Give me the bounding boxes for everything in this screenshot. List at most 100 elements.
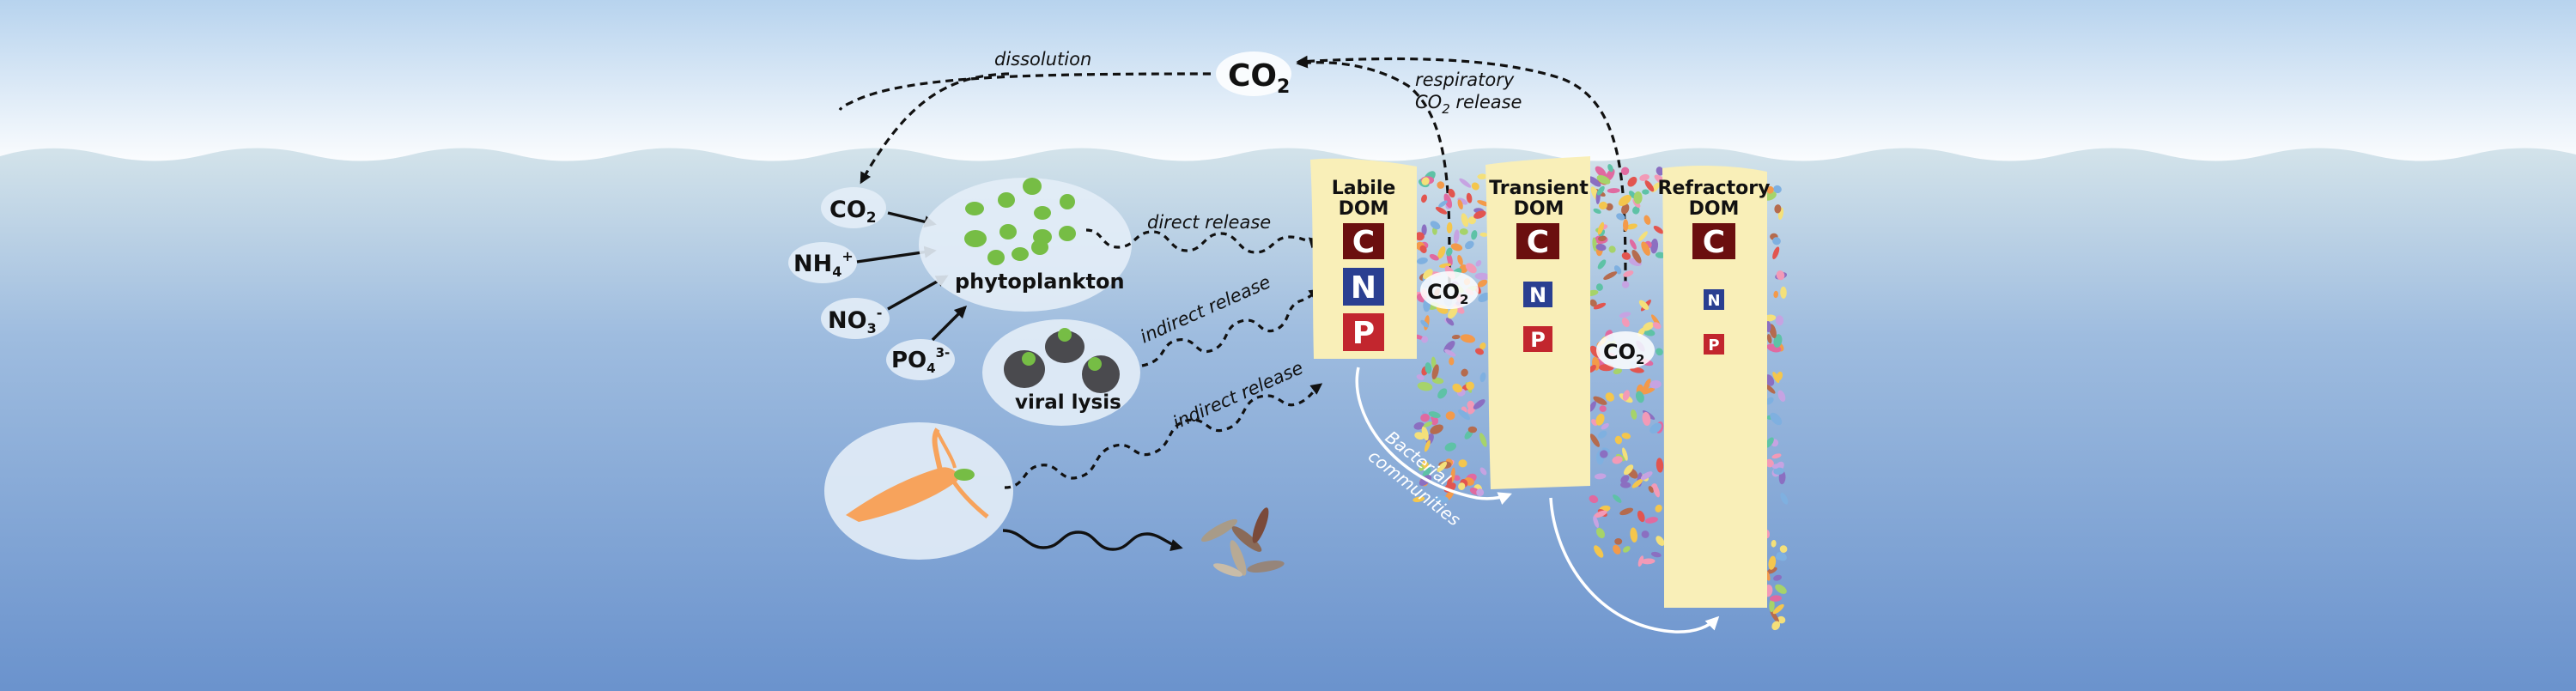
zooplankton-antenna-2 (936, 432, 957, 469)
bacterial-cell (1765, 397, 1774, 405)
bacterial-cell (1619, 312, 1631, 318)
bacterial-cell (1620, 167, 1630, 176)
co2-transient-respiration-node: CO2 (1596, 331, 1655, 369)
bacterial-cell (1478, 292, 1491, 302)
fecal-pellet-arrow (1002, 529, 1183, 551)
bacterial-cell (1459, 228, 1468, 235)
bacterial-cell (1772, 246, 1780, 260)
bacterial-cell (1627, 176, 1637, 187)
bacterial-cell (1771, 464, 1780, 470)
pool-refractory-phosphorus-label: P (1708, 336, 1719, 355)
bacterial-cell (1642, 189, 1649, 195)
bacterial-cell (1613, 544, 1621, 555)
pool-transient-title-1: Transient (1489, 178, 1589, 199)
bacterial-cell (1774, 204, 1782, 214)
bacterial-cell (1765, 458, 1774, 468)
bacterial-cell (1770, 595, 1782, 602)
bacterial-cell (1594, 473, 1607, 480)
bacterial-cell (1605, 203, 1613, 211)
bacterial-cell (1613, 494, 1622, 503)
bacterial-cell (1765, 384, 1776, 394)
bacterial-cell (1616, 213, 1625, 221)
bacterial-cell (1638, 231, 1648, 242)
bacterial-cell (1770, 412, 1783, 426)
bacterial-cell (1618, 194, 1631, 207)
bacterial-cell (1637, 510, 1645, 523)
bacterial-cell (1641, 241, 1650, 256)
bacterial-cell (1652, 322, 1662, 330)
bacterial-cell (1621, 318, 1630, 328)
bacterial-cell (1619, 507, 1633, 516)
bacterial-cell (1777, 615, 1786, 624)
bacterial-cell (1779, 545, 1788, 553)
bacterial-cell (1589, 401, 1596, 412)
bacterial-cell (1640, 471, 1653, 481)
virus-1 (1022, 352, 1036, 366)
bacterial-cell (1597, 221, 1605, 235)
zooplankton-prey (954, 469, 975, 481)
bacterial-cell (1477, 279, 1488, 288)
bacterial-cell (1621, 203, 1630, 215)
bacterial-cell (1422, 467, 1431, 479)
bacterial-cell (1431, 377, 1444, 385)
pool-transient: Transient DOM C N P (1485, 156, 1590, 489)
bacterial-cell (1437, 388, 1448, 399)
bacterial-cell (1772, 603, 1784, 615)
co2-sea-node: CO2 (821, 187, 886, 228)
bacterial-cell (1476, 488, 1485, 497)
pool-refractory-carbon-tile (1692, 223, 1735, 259)
bacterial-cell (1437, 181, 1445, 189)
zooplankton-body (846, 467, 958, 522)
bacterial-cell (1474, 348, 1485, 355)
bacterial-cell (1765, 437, 1774, 448)
bacterial-cell (1593, 516, 1600, 528)
bacterial-cell (1612, 456, 1623, 464)
bacterial-cell (1771, 621, 1781, 631)
bacterial-cell (1446, 476, 1453, 489)
bacterial-cell (1595, 527, 1606, 539)
pool-labile: Labile DOM C N P (1310, 158, 1417, 359)
no3-uptake-arrow (887, 275, 949, 311)
bacterial-cell (1643, 379, 1651, 392)
bacterial-cell (1420, 319, 1429, 328)
bacterial-cell (1600, 450, 1608, 458)
svg-text:CO2: CO2 (829, 197, 877, 227)
bacterial-cell (1780, 492, 1789, 505)
bacterial-cell (1450, 243, 1463, 252)
bacterial-cell (1416, 374, 1425, 380)
bacterial-cell (1655, 504, 1662, 512)
pool-labile-phosphorus-tile (1343, 313, 1384, 351)
co2-atmosphere-node: CO2 (1216, 52, 1291, 98)
bacterial-cell (1648, 486, 1654, 494)
bacterial-cell (1643, 215, 1651, 225)
bacterial-cell (1588, 176, 1601, 187)
bacterial-cell (1593, 396, 1607, 405)
bacterial-cell (1622, 447, 1628, 461)
po4-node: PO43- (886, 339, 955, 380)
bacterial-cell (1473, 210, 1486, 219)
bacterial-cell (1458, 459, 1467, 468)
bacterial-cell (1771, 453, 1782, 459)
zooplankton-group (824, 422, 1013, 560)
bacterial-cell (1589, 433, 1600, 447)
virus-3 (1088, 357, 1102, 371)
bacterial-cell (1595, 166, 1607, 178)
bacterial-cell (1768, 555, 1777, 570)
bacterial-cell (1631, 250, 1642, 264)
pool-refractory-nitrogen-tile (1704, 289, 1724, 310)
bacterial-cell (1656, 348, 1663, 356)
viral-lysis-group: viral lysis (982, 319, 1140, 426)
bacterial-cell (1593, 302, 1607, 310)
bacterial-cell (1655, 252, 1666, 258)
bacterial-cell (1445, 411, 1455, 421)
bacterial-cell (1605, 392, 1614, 402)
bacterial-cell (1467, 216, 1477, 225)
bacterial-cell (1417, 382, 1433, 391)
bacterial-cell (1457, 199, 1463, 210)
direct-release-label: direct release (1147, 212, 1271, 233)
bacterial-cell (1479, 342, 1486, 350)
bacterial-cell (1621, 281, 1630, 288)
pool-transient-nitrogen-label: N (1529, 283, 1546, 307)
bacterial-cell (1466, 381, 1474, 391)
bacterial-cell (1437, 461, 1448, 472)
